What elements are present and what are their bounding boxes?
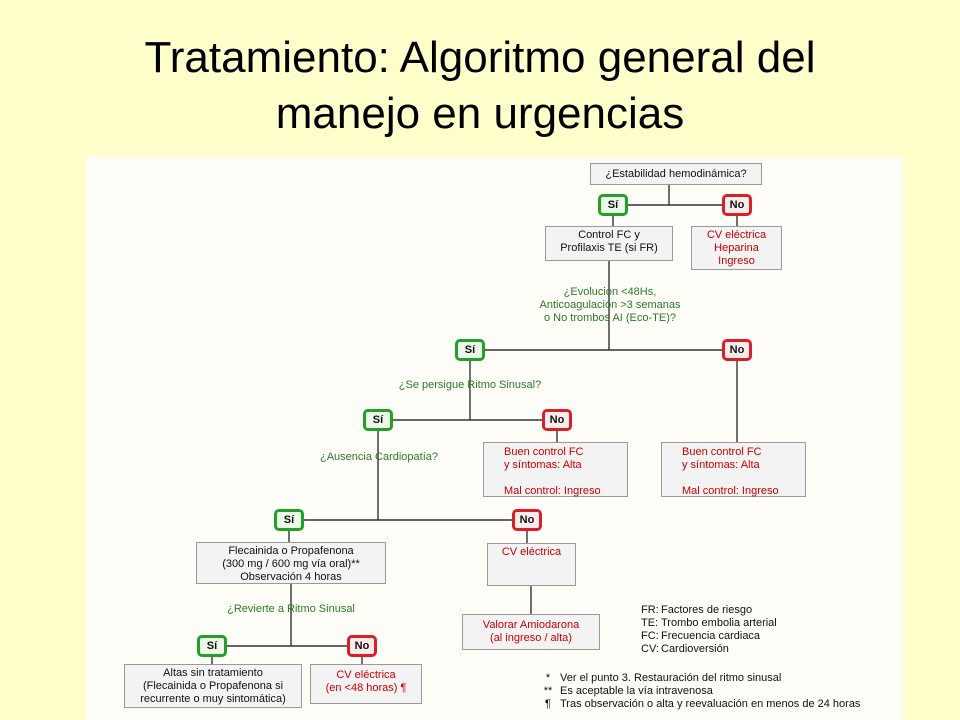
footnote-text: Tras observación o alta y reevaluación e…: [560, 698, 861, 710]
sinus-rhythm-question: ¿Se persigue Ritmo Sinusal?: [398, 379, 542, 391]
yes-badge-reverts: Sí: [197, 635, 227, 657]
legend-key: FC:: [641, 630, 659, 642]
legend-text: Factores de riesgo: [661, 604, 753, 616]
reverts-question: ¿Revierte a Ritmo Sinusal: [227, 603, 355, 615]
legend-key: FR:: [641, 604, 659, 616]
footnote-text: Ver el punto 3. Restauración del ritmo s…: [560, 672, 782, 684]
cv-electric-box-1: CV eléctrica: [487, 543, 576, 586]
control-fc-box: Control FC y Profilaxis TE (si FR): [545, 226, 673, 261]
no-badge-reverts: No: [347, 635, 377, 657]
footnote-key: *: [545, 672, 551, 684]
no-badge-sinus: No: [542, 409, 572, 431]
footnote-key: ¶: [545, 698, 551, 710]
yes-badge-hemo: Sí: [598, 194, 628, 216]
legend-text: Frecuencia cardiaca: [661, 630, 761, 642]
cardiopathy-question: ¿Ausencia Cardiopatía?: [319, 451, 438, 463]
no-badge-hemo: No: [722, 194, 752, 216]
footnote-item: ¶ Tras observación o alta y reevaluación …: [536, 698, 860, 711]
legend-item: FC:Frecuencia cardiaca: [641, 630, 760, 643]
flecainide-box: Flecainida o Propafenona (300 mg / 600 m…: [196, 542, 386, 584]
yes-badge-evolution: Sí: [455, 339, 485, 361]
good-control-box-1: Buen control FC y síntomas: Alta Mal con…: [483, 442, 628, 497]
amiodarone-box: Valorar Amiodarona (al ingreso / alta): [462, 614, 600, 650]
no-badge-cardiopathy: No: [512, 509, 542, 531]
footnote-key: **: [543, 685, 553, 697]
footnote-item: * Ver el punto 3. Restauración del ritmo …: [536, 672, 781, 685]
legend-key: CV:: [641, 643, 659, 655]
legend-item: FR:Factores de riesgo: [641, 604, 752, 617]
legend-text: Trombo embolia arterial: [661, 617, 777, 629]
legend-item: TE:Trombo embolia arterial: [641, 617, 777, 630]
legend-text: Cardioversión: [661, 643, 729, 655]
hemodynamic-stability-box: ¿Estabilidad hemodinámica?: [590, 163, 762, 185]
footnote-item: ** Es aceptable la vía intravenosa: [536, 685, 713, 698]
cv-heparina-box: CV eléctrica Heparina Ingreso: [691, 226, 782, 270]
legend-key: TE:: [641, 617, 659, 629]
slide-title: Tratamiento: Algoritmo general del manej…: [144, 33, 816, 138]
no-badge-evolution: No: [722, 339, 752, 361]
yes-badge-cardiopathy: Sí: [274, 509, 304, 531]
good-control-box-2: Buen control FC y síntomas: Alta Mal con…: [661, 442, 806, 497]
footnote-text: Es aceptable la vía intravenosa: [560, 685, 713, 697]
discharge-box: Altas sin tratamiento (Flecainida o Prop…: [124, 664, 302, 708]
yes-badge-sinus: Sí: [363, 409, 393, 431]
legend-item: CV:Cardioversión: [641, 643, 729, 656]
cv-electric-box-2: CV eléctrica (en <48 horas) ¶: [310, 664, 422, 704]
evolution-question: ¿Evolución <48Hs, Anticoagulación >3 sem…: [539, 286, 681, 324]
